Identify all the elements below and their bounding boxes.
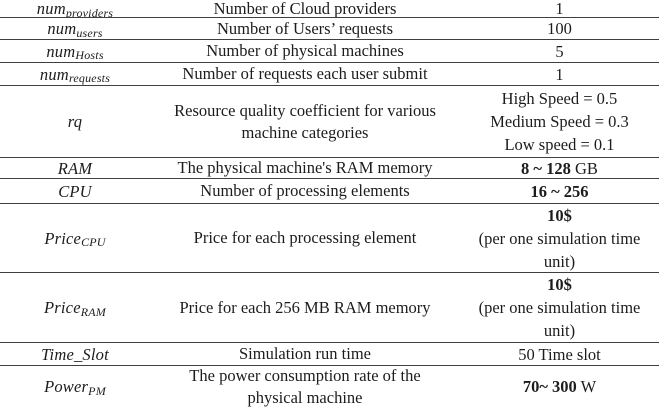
table-row: rq Resource quality coefficient for vario…: [0, 86, 659, 158]
parameter-name: Price: [44, 228, 82, 248]
value-text: 100: [547, 19, 572, 38]
value-line: Low speed = 0.1: [504, 133, 614, 156]
parameter-name: rq: [67, 112, 83, 131]
value-line: 1: [555, 0, 563, 17]
value-text: unit): [543, 321, 576, 340]
description-cell: Number of physical machines: [206, 41, 404, 60]
value-text: (per one simulation time: [478, 298, 641, 317]
value-cell: 16 ~ 256: [460, 179, 659, 203]
value-text: 1: [555, 0, 564, 17]
value-line: unit): [544, 319, 575, 342]
value-text: W: [576, 377, 597, 396]
value-cell: 1: [460, 63, 659, 85]
value-bold-text: 10$: [547, 205, 572, 225]
value-line: (per one simulation time: [479, 296, 641, 319]
value-cell: 100: [460, 18, 659, 39]
value-bold-text: 10$: [547, 275, 572, 294]
value-line: 1: [555, 63, 563, 85]
value-line: 10$: [547, 204, 572, 227]
value-text: unit): [543, 251, 576, 271]
value-line: 8 ~ 128 GB: [521, 158, 598, 178]
value-cell: 50 Time slot: [460, 343, 659, 365]
value-line: 10$: [547, 273, 572, 296]
value-line: Medium Speed = 0.3: [490, 110, 629, 133]
value-text: High Speed = 0.5: [501, 89, 618, 108]
table-row: RAM The physical machine's RAM memory 8 ~ …: [0, 158, 659, 179]
parameter-subscript: providers: [65, 5, 114, 18]
parameter-subscript: PM: [88, 383, 106, 398]
parameter-subscript: RAM: [80, 304, 106, 319]
value-bold-text: 70~ 300: [522, 377, 577, 396]
parameter-cell: CPU: [0, 179, 150, 203]
description-cell: Price for each 256 MB RAM memory: [179, 297, 431, 317]
value-text: GB: [570, 158, 598, 178]
description-cell: Price for each processing element: [193, 228, 417, 247]
parameter-subscript: Hosts: [75, 48, 104, 62]
value-line: High Speed = 0.5: [502, 87, 618, 110]
value-line: 50 Time slot: [518, 343, 601, 365]
parameter-name: num: [47, 19, 77, 38]
parameter-name: num: [36, 0, 66, 17]
description-cell: Number of Cloud providers: [213, 0, 397, 17]
parameter-cell: Time_Slot: [0, 343, 150, 365]
value-text: 50 Time slot: [518, 344, 601, 364]
description-cell: Resource quality coefficient for various…: [174, 100, 436, 142]
description-cell: The physical machine's RAM memory: [177, 158, 433, 177]
parameter-name: CPU: [58, 181, 92, 201]
parameter-name: Price: [44, 298, 81, 317]
value-text: Medium Speed = 0.3: [490, 112, 629, 131]
parameter-name: Time_Slot: [41, 344, 109, 364]
value-line: (per one simulation time: [479, 227, 641, 250]
value-line: 5: [555, 40, 563, 62]
value-text: Low speed = 0.1: [504, 135, 615, 154]
parameter-name: num: [39, 64, 69, 84]
table-row: CPU Number of processing elements 16 ~ 256: [0, 179, 659, 204]
value-bold-text: 16 ~ 256: [530, 181, 589, 201]
value-cell: 5: [460, 40, 659, 62]
parameter-cell: rq: [0, 86, 150, 157]
value-line: unit): [544, 250, 575, 273]
value-line: 70~ 300 W: [523, 375, 596, 398]
parameter-subscript: CPU: [81, 235, 106, 249]
value-cell: 70~ 300 W: [460, 366, 659, 407]
value-cell: 10$ (per one simulation time unit): [460, 204, 659, 272]
value-cell: 1: [460, 0, 659, 17]
description-cell: Number of processing elements: [200, 181, 410, 200]
value-line: 16 ~ 256: [530, 180, 588, 203]
parameter-name: RAM: [57, 158, 93, 178]
description-cell: The power consumption rate of the physic…: [189, 366, 421, 407]
parameter-subscript: users: [76, 25, 103, 40]
parameter-name: Power: [44, 377, 89, 396]
description-cell: Simulation run time: [239, 344, 371, 363]
value-line: 100: [547, 18, 572, 39]
value-cell: 10$ (per one simulation time unit): [460, 273, 659, 342]
value-cell: 8 ~ 128 GB: [460, 158, 659, 178]
table-row: Time_Slot Simulation run time 50 Time slot: [0, 343, 659, 366]
value-text: 1: [555, 64, 564, 84]
value-text: (per one simulation time: [478, 228, 641, 248]
value-bold-text: 8 ~ 128: [521, 158, 571, 178]
description-cell: Number of requests each user submit: [182, 64, 428, 83]
parameter-subscript: requests: [68, 71, 111, 85]
parameter-cell: RAM: [0, 158, 150, 178]
value-text: 5: [555, 41, 564, 61]
parameter-name: num: [46, 41, 76, 61]
description-cell: Number of Users’ requests: [216, 18, 394, 38]
